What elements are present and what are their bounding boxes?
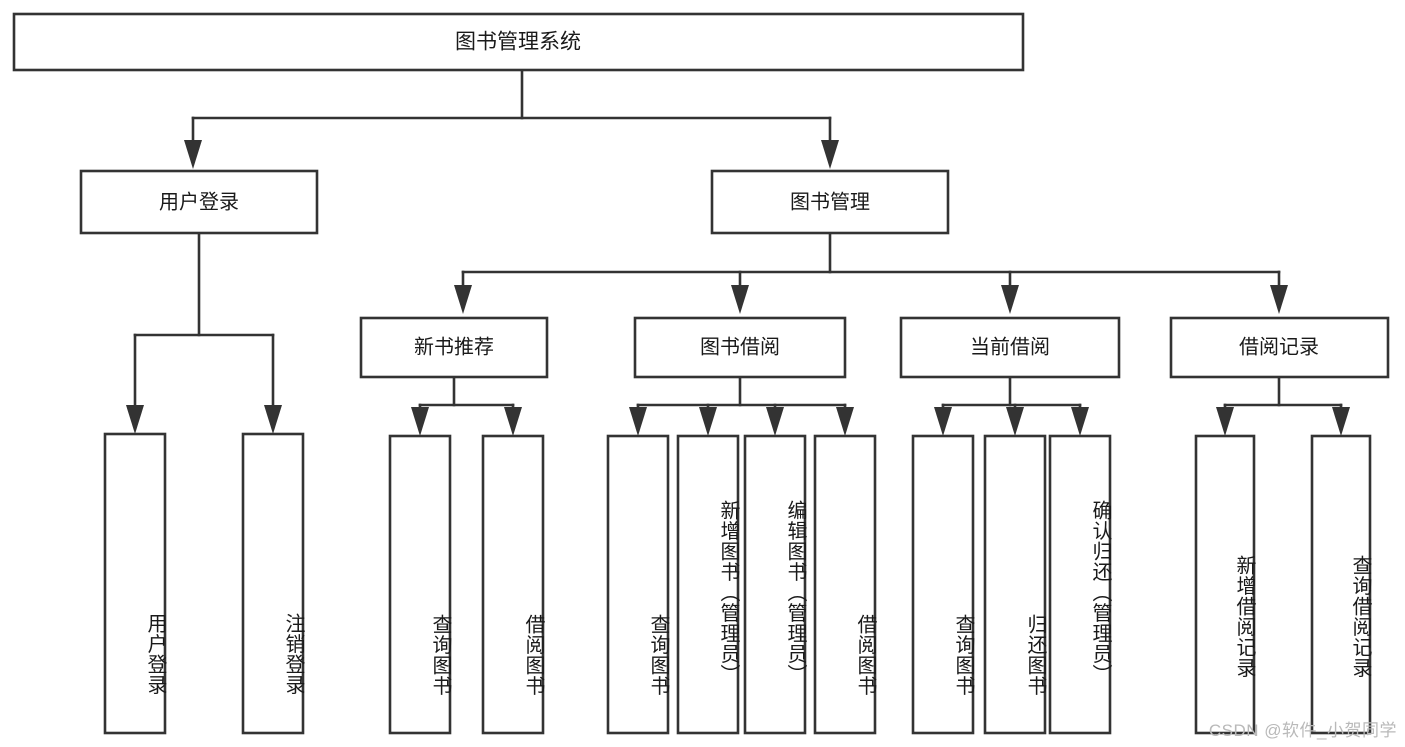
connector-bookmanage-to-level3 [454, 231, 1288, 314]
connector-newbook-to-leaves [411, 375, 522, 436]
leaf-box-add-book[interactable] [676, 434, 740, 735]
node-root-label: 图书管理系统 [455, 31, 581, 54]
arrow-leaf-query-book-2 [629, 407, 647, 436]
leaf-box-logout[interactable] [241, 432, 305, 735]
node-book-borrow[interactable]: 图书借阅 [633, 316, 847, 379]
leaf-box-return-book[interactable] [983, 434, 1047, 735]
node-borrow-record-box[interactable] [1169, 316, 1390, 379]
leaf-box-add-record[interactable] [1194, 434, 1256, 735]
leaf-box-query-book-3[interactable] [911, 434, 975, 735]
arrow-leaf-user-login [126, 405, 144, 434]
node-book-manage-box[interactable] [710, 169, 950, 235]
node-book-manage[interactable]: 图书管理 [710, 169, 950, 235]
node-user-login-box[interactable] [79, 169, 319, 235]
arrow-leaf-borrow-book-2 [836, 407, 854, 436]
arrow-leaf-logout [264, 405, 282, 434]
arrow-new-book-recommend [454, 285, 472, 314]
node-current-borrow-label: 当前借阅 [970, 335, 1050, 358]
connector-borrowrecord-to-leaves [1216, 375, 1350, 436]
node-root-box[interactable] [12, 12, 1025, 72]
node-current-borrow[interactable]: 当前借阅 [899, 316, 1121, 379]
leaf-box-user-login[interactable] [103, 432, 167, 735]
arrow-leaf-confirm-return [1071, 407, 1089, 436]
node-new-book-recommend-label: 新书推荐 [414, 335, 494, 358]
node-new-book-recommend-box[interactable] [359, 316, 549, 379]
arrow-book-borrow [731, 285, 749, 314]
connector-userlogin-to-leaves [126, 231, 282, 434]
node-book-borrow-label: 图书借阅 [700, 335, 780, 358]
connector-bookborrow-to-leaves [629, 375, 854, 436]
node-current-borrow-box[interactable] [899, 316, 1121, 379]
leaf-box-confirm-return[interactable] [1048, 434, 1112, 735]
leaf-box-query-book-1[interactable] [388, 434, 452, 735]
leaf-box-edit-book[interactable] [743, 434, 807, 735]
leaf-box-borrow-book-2[interactable] [813, 434, 877, 735]
arrow-current-borrow [1001, 285, 1019, 314]
node-borrow-record-label: 借阅记录 [1239, 335, 1319, 358]
arrow-leaf-query-book-3 [934, 407, 952, 436]
arrow-borrow-record [1270, 285, 1288, 314]
arrow-leaf-return-book [1006, 407, 1024, 436]
node-borrow-record[interactable]: 借阅记录 [1169, 316, 1390, 379]
node-book-manage-label: 图书管理 [790, 190, 870, 213]
leaf-box-query-record[interactable] [1310, 434, 1372, 735]
node-new-book-recommend[interactable]: 新书推荐 [359, 316, 549, 379]
arrow-leaf-query-book-1 [411, 407, 429, 436]
node-book-borrow-box[interactable] [633, 316, 847, 379]
node-user-login[interactable]: 用户登录 [79, 169, 319, 235]
arrow-leaf-borrow-book-1 [504, 407, 522, 436]
arrow-leaf-add-record [1216, 407, 1234, 436]
arrow-leaf-add-book [699, 407, 717, 436]
connector-root-to-level2 [184, 68, 839, 169]
arrow-book-manage [821, 140, 839, 169]
leaf-box-borrow-book-1[interactable] [481, 434, 545, 735]
csdn-watermark: CSDN @软件_小贺同学 [1208, 721, 1397, 740]
connector-currentborrow-to-leaves [934, 375, 1089, 436]
node-root[interactable]: 图书管理系统 [12, 12, 1025, 72]
arrow-leaf-edit-book [766, 407, 784, 436]
leaf-box-query-book-2[interactable] [606, 434, 670, 735]
arrow-leaf-query-record [1332, 407, 1350, 436]
arrow-user-login [184, 140, 202, 169]
node-user-login-label: 用户登录 [159, 190, 239, 213]
